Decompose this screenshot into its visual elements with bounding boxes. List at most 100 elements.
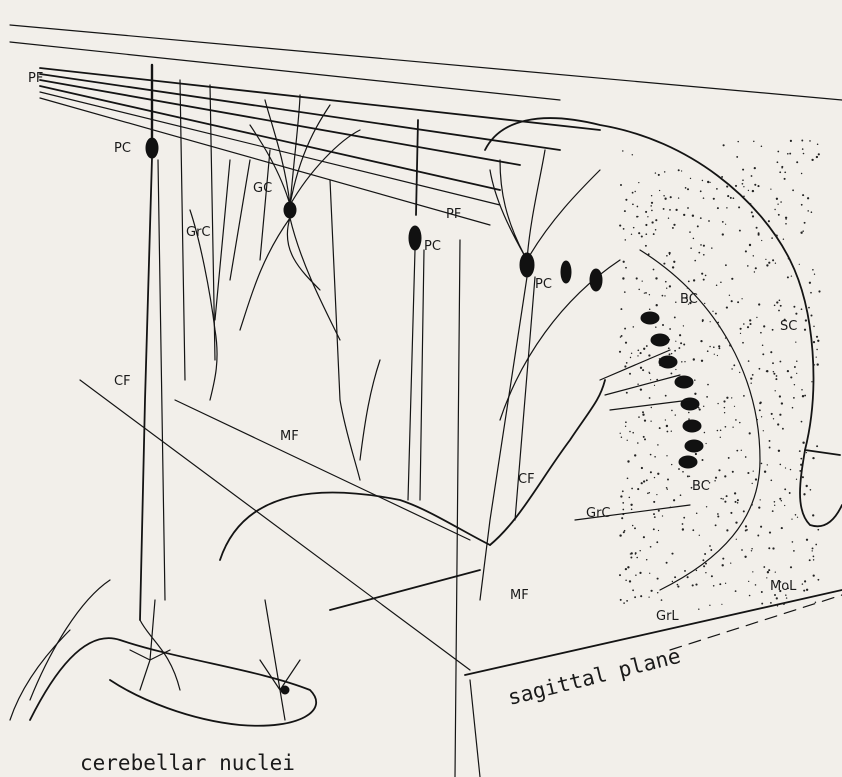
stipple-dot	[699, 535, 700, 536]
stipple-dot	[778, 214, 780, 216]
stipple-dot	[651, 202, 653, 204]
stipple-dot	[774, 594, 776, 596]
stipple-dot	[627, 460, 629, 462]
stipple-dot	[643, 348, 645, 350]
stipple-dot	[722, 233, 724, 235]
stipple-dot	[688, 412, 690, 414]
stipple-dot	[752, 483, 753, 484]
stipple-dot	[739, 372, 740, 373]
stipple-dot	[799, 264, 800, 265]
stipple-dot	[642, 411, 644, 413]
stipple-dot	[706, 506, 707, 507]
stipple-dot	[804, 329, 806, 331]
stipple-dot	[700, 190, 702, 192]
stipple-dot	[702, 559, 704, 561]
stipple-dot	[816, 356, 817, 357]
stipple-dot	[683, 325, 684, 326]
stipple-dot	[703, 406, 704, 407]
stipple-dot	[704, 553, 706, 555]
stipple-dot	[807, 197, 809, 199]
stipple-dot	[809, 140, 811, 142]
stipple-dot	[800, 464, 802, 466]
stipple-dot	[731, 300, 733, 302]
stipple-dot	[796, 373, 797, 374]
stipple-dot	[791, 518, 792, 519]
stipple-dot	[817, 363, 819, 365]
stipple-dot	[650, 590, 652, 592]
stipple-dot	[753, 141, 754, 142]
stipple-dot	[809, 282, 811, 284]
stipple-dot	[755, 478, 757, 480]
stipple-dot	[745, 530, 747, 532]
stipple-dot	[631, 353, 632, 354]
stipple-dot	[806, 485, 808, 487]
stipple-dot	[622, 277, 624, 279]
label-pf-left: PF	[28, 71, 43, 86]
stipple-dot	[646, 345, 648, 347]
stipple-dot	[714, 354, 715, 355]
stipple-dot	[813, 574, 815, 576]
stipple-dot	[702, 180, 703, 181]
stipple-dot	[763, 430, 764, 431]
stipple-dot	[765, 259, 766, 260]
stipple-dot	[650, 205, 652, 207]
label-gc: GC	[253, 181, 272, 196]
stipple-dot	[768, 262, 770, 264]
golgi-cell	[240, 95, 360, 340]
stipple-dot	[717, 403, 718, 404]
stipple-dot	[655, 277, 657, 279]
stipple-dot	[724, 501, 726, 503]
stipple-dot	[711, 247, 712, 248]
label-pc-left: PC	[114, 141, 131, 156]
stipple-dot	[758, 232, 760, 234]
stipple-dot	[634, 596, 636, 598]
stipple-dot	[759, 409, 761, 411]
stipple-dot	[806, 589, 808, 591]
stipple-dot	[655, 326, 657, 328]
stipple-dot	[777, 161, 779, 163]
basket-cell-body	[675, 376, 693, 388]
stipple-dot	[665, 281, 667, 283]
stipple-dot	[671, 553, 673, 555]
stipple-dot	[755, 267, 757, 269]
stipple-dot	[621, 436, 622, 437]
stipple-dot	[656, 379, 658, 381]
stipple-dot	[715, 313, 717, 315]
stipple-dot	[672, 581, 673, 582]
stipple-dot	[647, 216, 648, 217]
stipple-dot	[624, 210, 626, 212]
stipple-dot	[624, 328, 626, 330]
stipple-dot	[637, 383, 638, 384]
stipple-dot	[766, 264, 768, 266]
stipple-dot	[813, 559, 814, 560]
stipple-dot	[768, 220, 770, 222]
stipple-dot	[726, 529, 728, 531]
stipple-dot	[759, 368, 761, 370]
stipple-dot	[740, 328, 742, 330]
stipple-dot	[734, 406, 735, 407]
stipple-dot	[726, 397, 728, 399]
stipple-dot	[720, 498, 722, 500]
stipple-dot	[753, 470, 754, 471]
stipple-dot	[766, 577, 767, 578]
stipple-dot	[717, 515, 719, 517]
stipple-dot	[781, 402, 783, 404]
stipple-dot	[639, 550, 640, 551]
stipple-dot	[675, 369, 676, 370]
stipple-dot	[802, 442, 804, 444]
stipple-dot	[769, 440, 771, 442]
stipple-dot	[788, 258, 790, 260]
stipple-dot	[739, 422, 740, 423]
stipple-dot	[755, 584, 757, 586]
stipple-dot	[690, 247, 692, 249]
stipple-dot	[742, 342, 744, 344]
stipple-dot	[620, 599, 622, 601]
basket-cell-body	[659, 356, 677, 368]
stipple-dot	[811, 381, 812, 382]
stipple-dot	[761, 146, 763, 148]
stipple-dot	[651, 407, 652, 408]
stipple-dot	[775, 263, 776, 264]
stipple-dot	[656, 541, 658, 543]
stipple-dot	[757, 185, 759, 187]
stipple-dot	[737, 499, 739, 501]
